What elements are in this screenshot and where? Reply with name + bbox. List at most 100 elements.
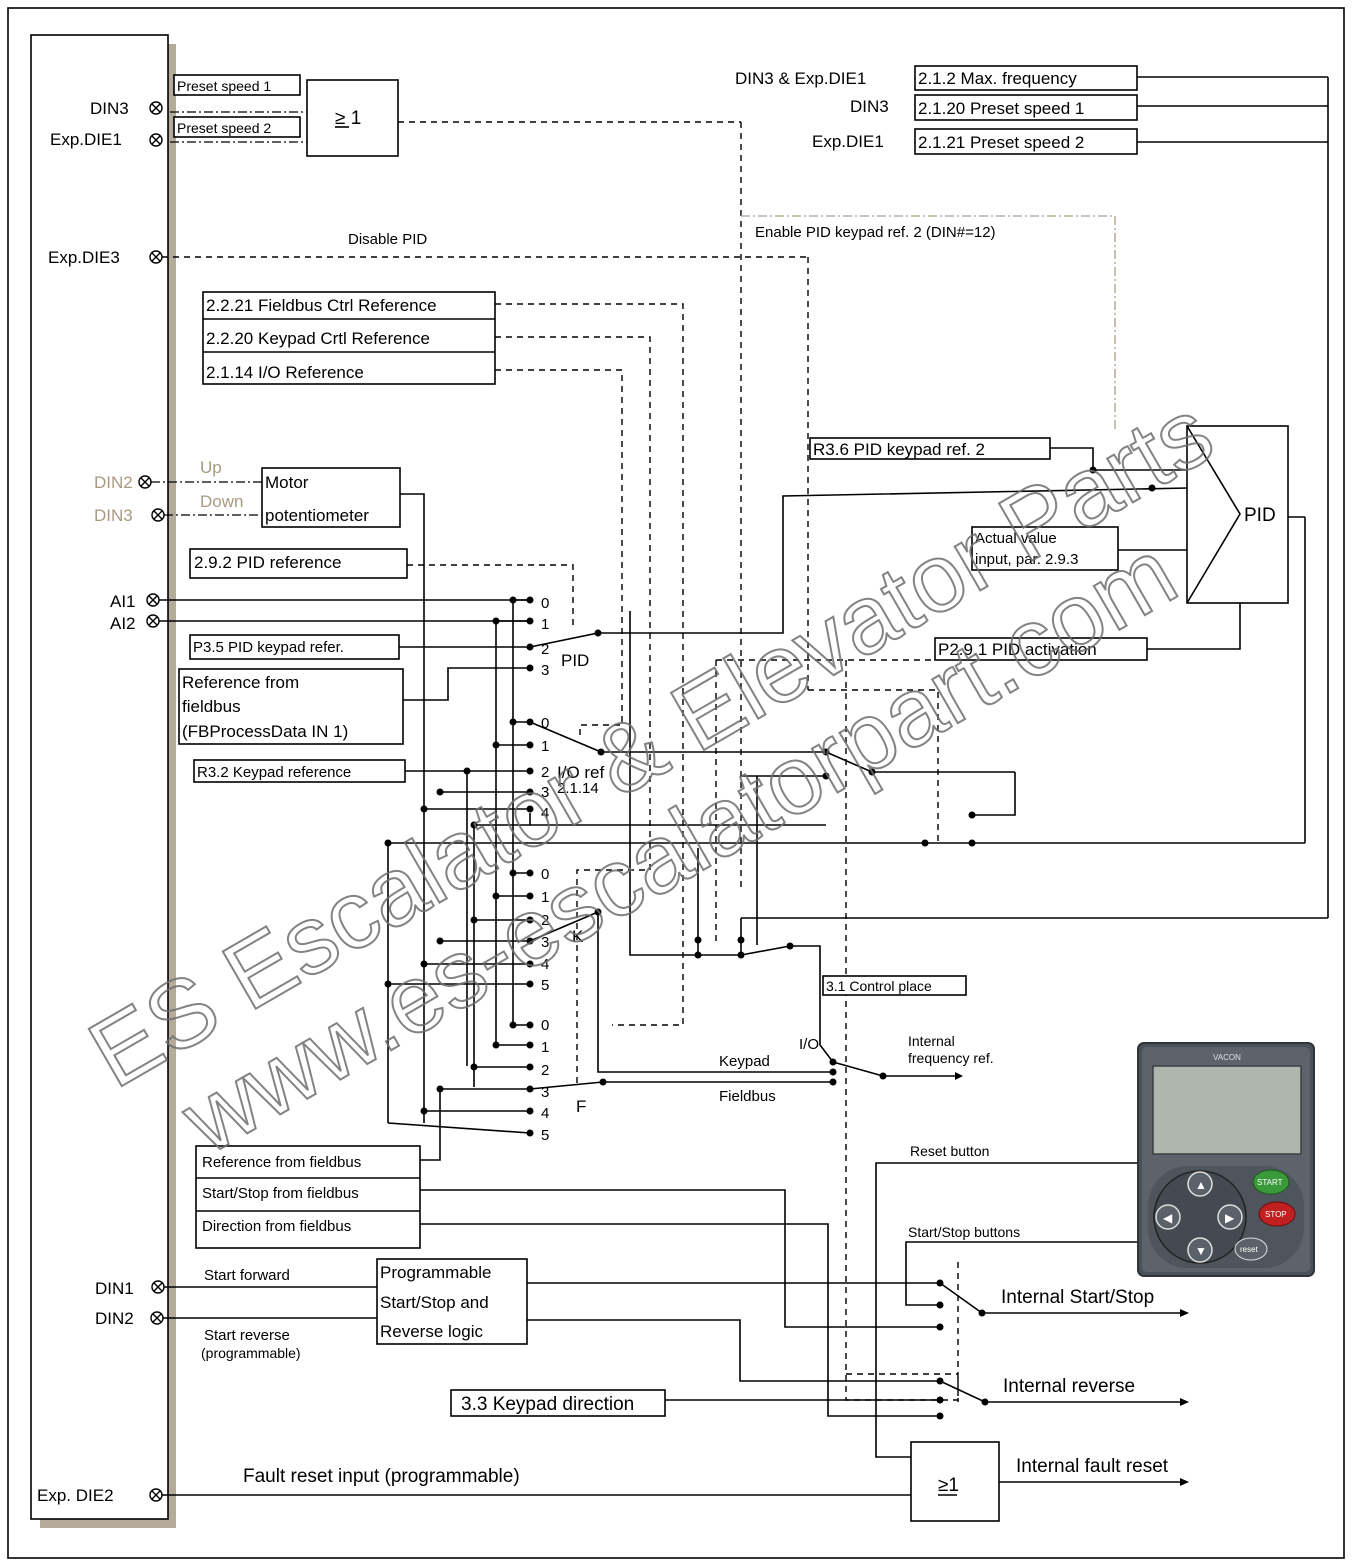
terminal-ai1 <box>147 594 159 606</box>
reset-button-label: Reset button <box>910 1143 989 1159</box>
junction-dot <box>527 1086 534 1093</box>
ref-fieldbus-line2: fieldbus <box>182 697 241 716</box>
terminal-din2-mid <box>139 476 151 488</box>
junction-dot <box>695 937 702 944</box>
junction-dot <box>738 952 745 959</box>
junction-dot <box>510 1022 517 1029</box>
ai2-terminal: AI2 <box>110 614 136 633</box>
keypad-ctrl-ref: 2.2.20 Keypad Crtl Reference <box>206 329 430 348</box>
fault-reset: Fault reset input (programmable) ≥1 Inte… <box>162 1442 1189 1521</box>
terminal-ai2 <box>147 615 159 627</box>
keypad-device: VACON ▲ ▼ ◀ ▶ START STOP reset <box>1138 1043 1314 1276</box>
junction-dot <box>527 597 534 604</box>
internal-freq-line2: frequency ref. <box>908 1050 994 1066</box>
junction-dot <box>493 618 500 625</box>
terminal-exp-die1 <box>150 134 162 146</box>
din3-label-top: DIN3 <box>850 97 889 116</box>
ai1-terminal: AI1 <box>110 592 136 611</box>
keypad-reference: R3.2 Keypad reference <box>197 764 351 781</box>
start-forward-label: Start forward <box>204 1267 290 1284</box>
control-place-label: 3.1 Control place <box>826 978 932 994</box>
pid-block-label: PID <box>1244 505 1276 526</box>
enable-pid-label: Enable PID keypad ref. 2 (DIN#=12) <box>755 224 996 241</box>
f-selector-label: F <box>576 1097 586 1116</box>
junction-dot <box>830 1059 837 1066</box>
startstop-from-fieldbus: Start/Stop from fieldbus <box>202 1185 359 1202</box>
svg-text:0: 0 <box>541 1017 549 1034</box>
programmable-label: (programmable) <box>201 1345 301 1361</box>
junction-dot <box>880 1073 887 1080</box>
up-label: Up <box>200 458 222 477</box>
junction-dot <box>527 1130 534 1137</box>
svg-text:1: 1 <box>541 1039 549 1056</box>
keypad-direction: 3.3 Keypad direction <box>461 1394 634 1415</box>
junction-dot <box>937 1378 944 1385</box>
fieldbus-ctrl-ref: 2.2.21 Fieldbus Ctrl Reference <box>206 296 437 315</box>
junction-dot <box>695 952 702 959</box>
din2-terminal-low: DIN2 <box>95 1309 134 1328</box>
junction-dot <box>979 1310 986 1317</box>
potentiometer-label: potentiometer <box>265 506 369 525</box>
keypad-brand: VACON <box>1213 1053 1241 1062</box>
internal-freq-line1: Internal <box>908 1033 955 1049</box>
junction-dot <box>527 644 534 651</box>
din3-exp-label: DIN3 & Exp.DIE1 <box>735 69 866 88</box>
pid-keypad-ref2: R3.6 PID keypad ref. 2 <box>813 440 985 459</box>
junction-dot <box>982 1399 989 1406</box>
preset-speed1-label: Preset speed 1 <box>177 78 271 94</box>
internal-startstop-label: Internal Start/Stop <box>1001 1287 1154 1308</box>
junction-dot <box>493 1042 500 1049</box>
junction-dot <box>527 618 534 625</box>
start-reverse-label: Start reverse <box>204 1327 290 1344</box>
down-arrow-icon: ▼ <box>1195 1244 1207 1258</box>
junction-dot <box>937 1302 944 1309</box>
din1-terminal: DIN1 <box>95 1279 134 1298</box>
up-arrow-icon: ▲ <box>1195 1178 1207 1192</box>
junction-dot <box>510 597 517 604</box>
exp-die3-terminal: Exp.DIE3 <box>48 248 120 267</box>
din3-terminal-top: DIN3 <box>90 99 129 118</box>
startstop-logic: Start forward Start reverse (programmabl… <box>163 1259 1189 1416</box>
keypad-start-label: START <box>1257 1178 1283 1187</box>
startstop-buttons-label: Start/Stop buttons <box>908 1224 1020 1240</box>
ref-fieldbus-line1: Reference from <box>182 673 299 692</box>
junction-dot <box>830 1079 837 1086</box>
junction-dot <box>437 789 444 796</box>
junction-dot <box>527 665 534 672</box>
exp-die1-label-top: Exp.DIE1 <box>812 132 884 151</box>
din3-terminal-mid: DIN3 <box>94 506 133 525</box>
junction-dot <box>510 719 517 726</box>
junction-dot <box>421 1108 428 1115</box>
pid-selector-label: PID <box>561 651 589 670</box>
prog-logic-line2: Start/Stop and <box>380 1293 489 1312</box>
fieldbus-boxes: Reference from fieldbus Start/Stop from … <box>196 1089 940 1416</box>
left-arrow-icon: ◀ <box>1163 1211 1173 1225</box>
disable-pid-label: Disable PID <box>348 231 427 248</box>
svg-text:1: 1 <box>541 616 549 633</box>
fault-reset-input-label: Fault reset input (programmable) <box>243 1466 520 1487</box>
junction-dot <box>527 1042 534 1049</box>
junction-dot <box>937 1397 944 1404</box>
internal-reverse-label: Internal reverse <box>1003 1376 1135 1397</box>
junction-dot <box>471 1064 478 1071</box>
direction-from-fieldbus: Direction from fieldbus <box>202 1218 351 1235</box>
din2-terminal-mid: DIN2 <box>94 473 133 492</box>
or-gate-top-label: ≥ 1 <box>335 108 361 129</box>
pid-keypad-refer: P3.5 PID keypad refer. <box>193 639 344 656</box>
terminal-din3-mid <box>152 509 164 521</box>
junction-dot <box>493 742 500 749</box>
junction-dot <box>787 943 794 950</box>
io-label: I/O <box>799 1036 819 1053</box>
preset1-param: 2.1.20 Preset speed 1 <box>918 99 1084 118</box>
preset-speed2-label: Preset speed 2 <box>177 120 271 136</box>
svg-text:5: 5 <box>541 1127 549 1144</box>
junction-dot <box>969 840 976 847</box>
down-label: Down <box>200 492 243 511</box>
terminal-exp-die3 <box>150 251 162 263</box>
svg-text:0: 0 <box>541 595 549 612</box>
keypad-label: Keypad <box>719 1053 770 1070</box>
preset2-param: 2.1.21 Preset speed 2 <box>918 133 1084 152</box>
pid-reference: 2.9.2 PID reference <box>194 553 341 572</box>
keypad-stop-label: STOP <box>1265 1210 1287 1219</box>
